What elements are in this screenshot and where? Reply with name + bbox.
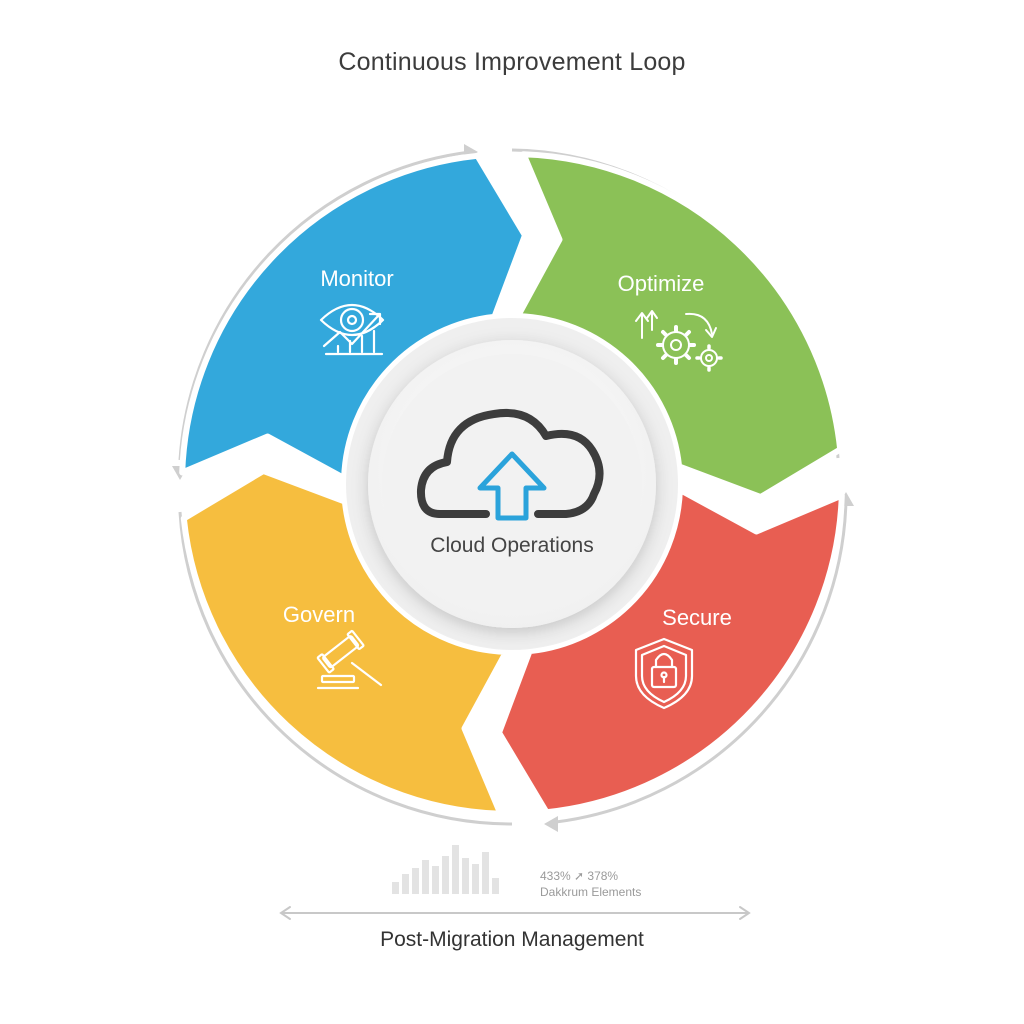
segment-label-govern: Govern [283,602,355,627]
segment-secure [496,486,845,816]
stats-caption: Dakkrum Elements [540,885,641,899]
center-label: Cloud Operations [430,534,593,557]
segment-govern [180,468,510,817]
footer-label: Post-Migration Management [380,928,644,951]
shield-lock-icon [634,637,694,710]
diagram-title: Continuous Improvement Loop [338,48,686,76]
gavel-icon [316,629,383,690]
segment-label-monitor: Monitor [320,266,393,291]
segment-label-secure: Secure [662,605,732,630]
hub-inner [382,354,642,614]
gears-icon [635,310,723,372]
arrowhead-bottom [544,816,558,832]
segment-label-optimize: Optimize [618,271,705,296]
bar-chart-icon [392,845,499,894]
footer-double-arrow [279,906,751,920]
stats-values: 433% ➚ 378% [540,869,618,883]
segment-optimize [514,151,844,500]
cloud-upload-icon [416,409,604,521]
eye-chart-icon [319,304,385,356]
